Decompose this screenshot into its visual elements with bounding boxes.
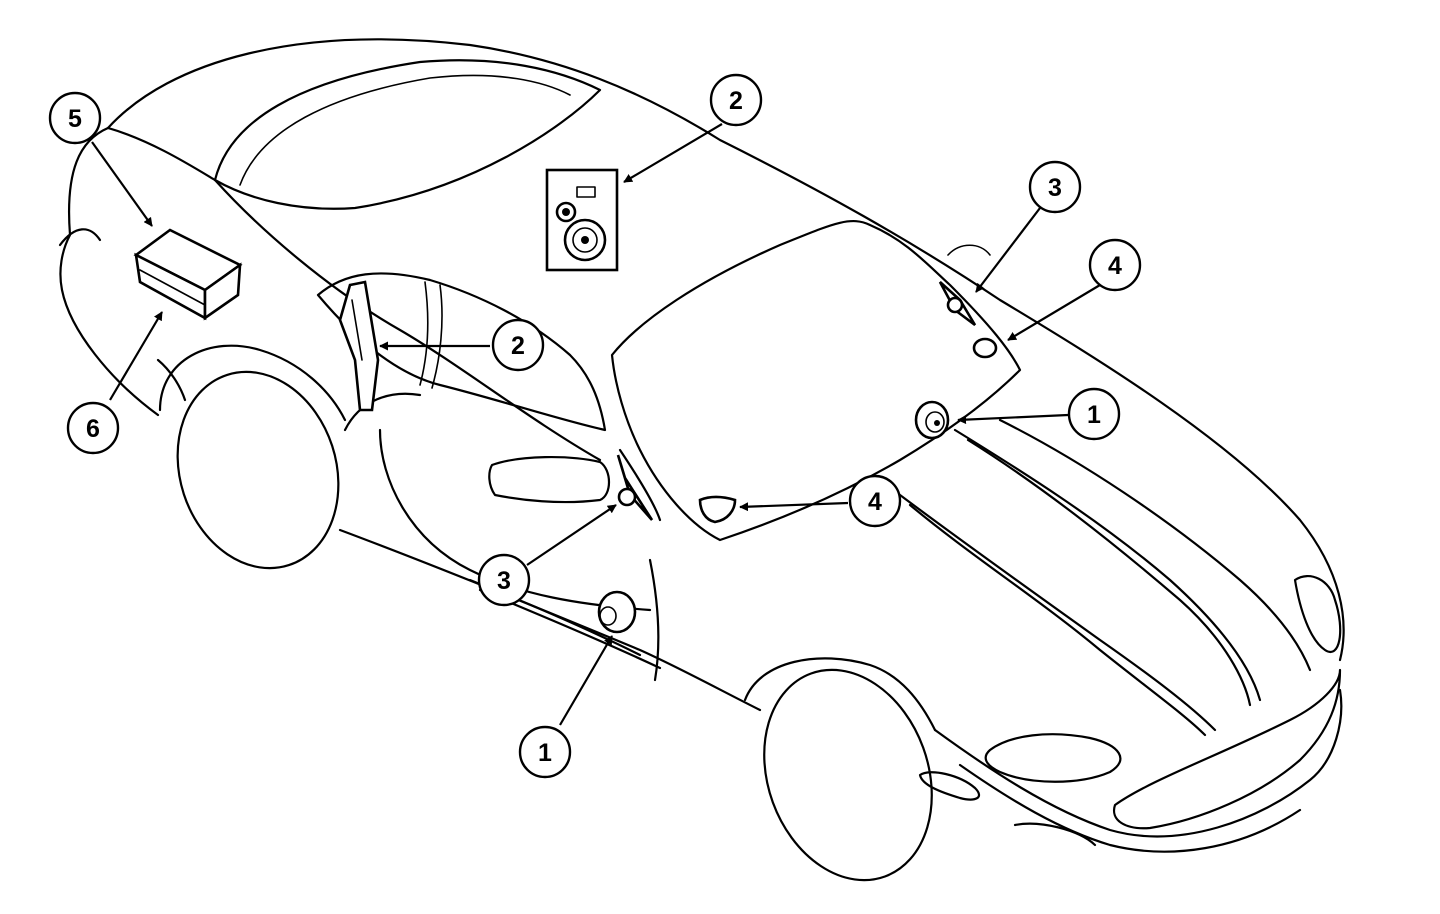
leader-arrows xyxy=(91,123,1101,726)
midrange-speaker-right xyxy=(914,400,950,440)
callout-label: 3 xyxy=(497,567,511,595)
callout-6-trunk: 6 xyxy=(66,401,120,455)
dashboard-speaker xyxy=(698,495,737,524)
car-outline xyxy=(58,38,1345,882)
callout-label: 1 xyxy=(1087,401,1101,429)
callout-label: 1 xyxy=(538,739,552,767)
callout-4-right: 4 xyxy=(1088,238,1142,292)
callout-3-right: 3 xyxy=(1028,160,1082,214)
callout-1-right: 1 xyxy=(1067,387,1121,441)
callout-label: 4 xyxy=(1108,252,1122,280)
door-pillar-speaker xyxy=(338,280,380,412)
tweeter-right xyxy=(938,281,977,327)
midrange-speaker-left xyxy=(597,590,637,634)
callout-4-dash: 4 xyxy=(848,474,902,528)
callout-label: 2 xyxy=(511,332,525,360)
callout-1-left: 1 xyxy=(518,725,572,779)
callout-2-top: 2 xyxy=(709,73,763,127)
callout-5-trunk: 5 xyxy=(48,91,102,145)
callout-label: 3 xyxy=(1048,174,1062,202)
callout-label: 5 xyxy=(68,105,82,133)
callout-2-door: 2 xyxy=(491,318,545,372)
callout-3-left: 3 xyxy=(477,553,531,607)
amplifier-unit xyxy=(133,228,243,321)
callout-label: 2 xyxy=(729,87,743,115)
speaker-enclosure xyxy=(545,168,619,272)
ring-speaker-right xyxy=(972,337,998,359)
callout-label: 4 xyxy=(868,488,882,516)
callout-label: 6 xyxy=(86,415,100,443)
tweeter-left xyxy=(616,454,654,521)
